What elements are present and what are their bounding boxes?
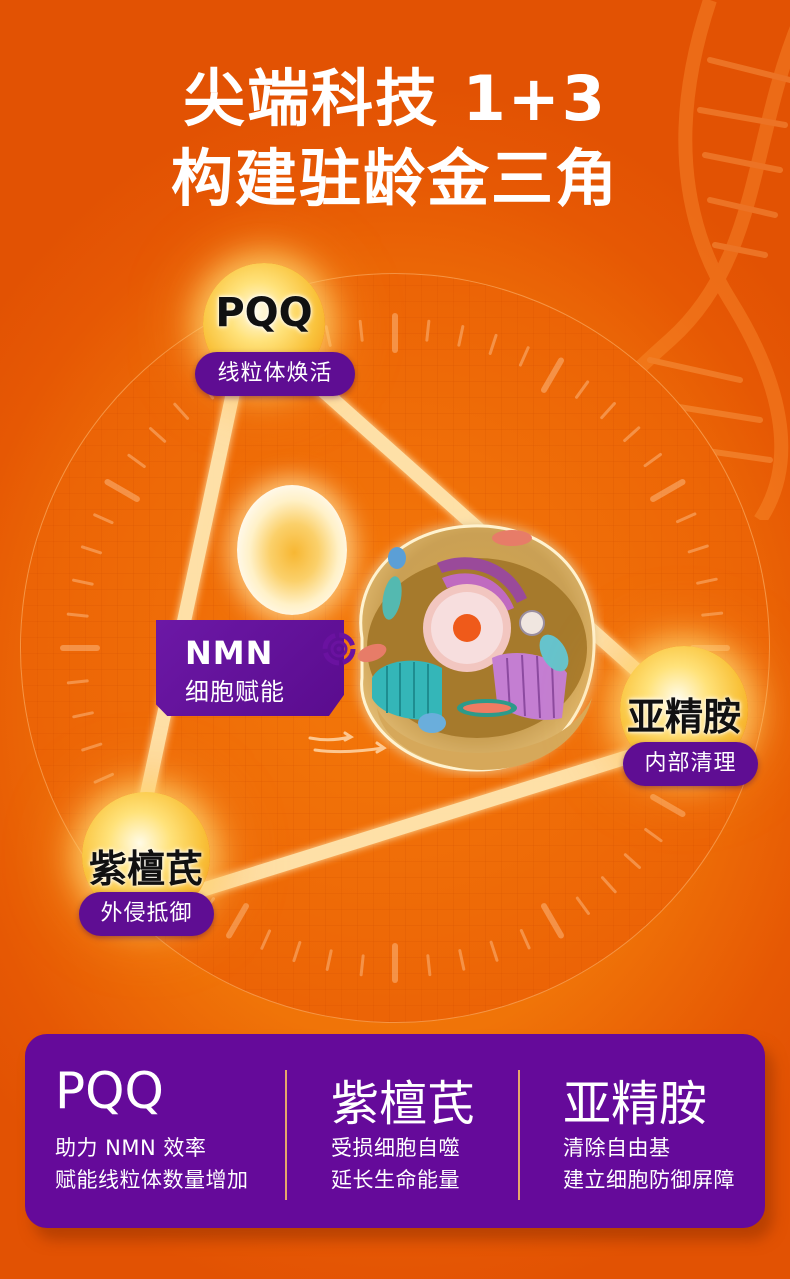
nmn-tag: 细胞赋能	[185, 678, 285, 706]
benefit-column-pqq: PQQ 助力 NMN 效率 赋能线粒体数量增加	[55, 1034, 295, 1228]
node-pqq-tag: 线粒体焕活	[195, 352, 355, 396]
nmn-title: NMN	[185, 634, 274, 672]
nmn-label-card	[156, 620, 344, 716]
benefit-column-pterostilbene: 紫檀芪 受损细胞自噬 延长生命能量	[331, 1034, 531, 1228]
motion-arrows-icon	[308, 731, 387, 754]
glowing-sphere-icon	[237, 485, 347, 615]
node-spermidine-tag: 内部清理	[623, 742, 758, 786]
benefit-title: 亚精胺	[563, 1076, 708, 1132]
node-pterostilbene-tag: 外侵抵御	[79, 892, 214, 936]
benefits-card: PQQ 助力 NMN 效率 赋能线粒体数量增加 紫檀芪 受损细胞自噬 延长生命能…	[25, 1034, 765, 1228]
benefit-line: 赋能线粒体数量增加	[55, 1168, 249, 1192]
cell-illustration	[357, 524, 596, 772]
benefit-line: 清除自由基	[563, 1136, 671, 1160]
benefit-line: 延长生命能量	[331, 1168, 460, 1192]
column-divider	[518, 1070, 520, 1200]
node-pterostilbene-name: 紫檀芪	[88, 847, 203, 891]
page-title-line-2: 构建驻龄金三角	[170, 142, 619, 215]
benefit-line: 建立细胞防御屏障	[563, 1168, 735, 1192]
benefit-title: 紫檀芪	[331, 1076, 476, 1132]
benefit-line: 助力 NMN 效率	[55, 1136, 207, 1160]
benefit-line: 受损细胞自噬	[331, 1136, 460, 1160]
page-title-line-1: 尖端科技 1+3	[183, 62, 607, 135]
column-divider	[285, 1070, 287, 1200]
node-pqq-name: PQQ	[215, 290, 313, 336]
node-spermidine-name: 亚精胺	[626, 695, 741, 739]
benefit-column-spermidine: 亚精胺 清除自由基 建立细胞防御屏障	[563, 1034, 763, 1228]
target-icon	[322, 632, 356, 666]
benefit-title: PQQ	[55, 1062, 164, 1120]
